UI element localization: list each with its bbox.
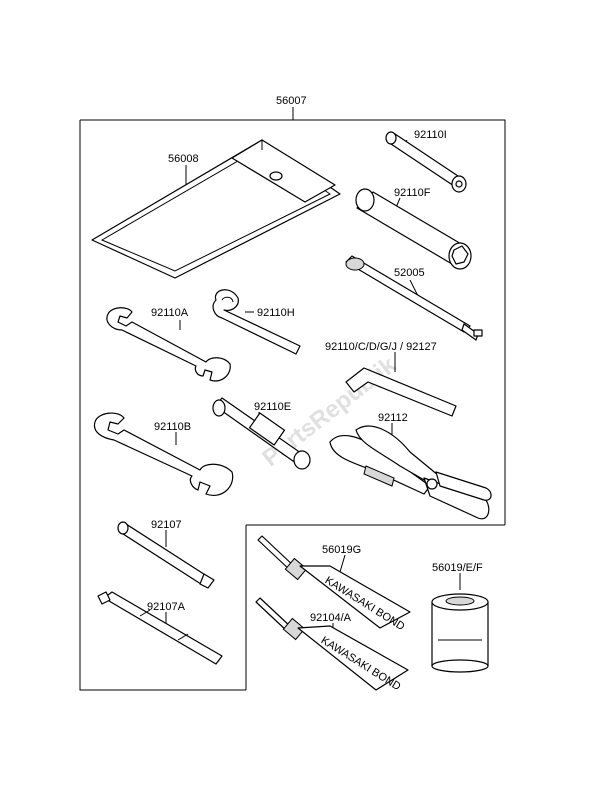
screwdriver-92107: [117, 521, 215, 589]
extension-52005: [345, 255, 483, 341]
tube-wrench-92110I: [385, 131, 467, 193]
label-92110A: 92110A: [151, 307, 189, 319]
wrench-92110B: [93, 412, 234, 496]
label-52005: 52005: [394, 267, 425, 279]
wrench-92110A: [106, 307, 231, 382]
label-56019G: 56019G: [322, 544, 361, 556]
label-92110E: 92110E: [254, 401, 291, 413]
label-92107A: 92107A: [147, 601, 186, 613]
label-56019EF: 56019/E/F: [432, 562, 483, 574]
label-56007: 56007: [276, 95, 307, 107]
label-92104A: 92104/A: [310, 612, 352, 624]
label-92110H: 92110H: [257, 307, 295, 319]
label-56008: 56008: [168, 153, 199, 165]
part-labels: 56007 56008 92110I 92110F 52005 92110A 9…: [147, 95, 483, 624]
hex-key: [345, 367, 457, 417]
label-92107: 92107: [151, 519, 182, 531]
hook-wrench-92110H: [212, 289, 301, 355]
pliers-92112: [329, 425, 492, 520]
leader-lines: [165, 107, 461, 636]
tool-pouch: [91, 139, 341, 279]
socket-92110F: [355, 188, 472, 270]
label-hex-keys: 92110/C/D/G/J / 92127: [325, 341, 437, 353]
screwdriver-92107A: [97, 591, 223, 665]
inset-frame: [245, 524, 505, 690]
label-92110B: 92110B: [154, 421, 191, 433]
label-92112: 92112: [378, 412, 408, 424]
socket-92110E: [212, 397, 311, 470]
kit-frame: [80, 119, 506, 525]
label-92110F: 92110F: [394, 187, 431, 199]
label-92110I: 92110I: [414, 129, 447, 141]
can-56019EF: [431, 593, 489, 673]
